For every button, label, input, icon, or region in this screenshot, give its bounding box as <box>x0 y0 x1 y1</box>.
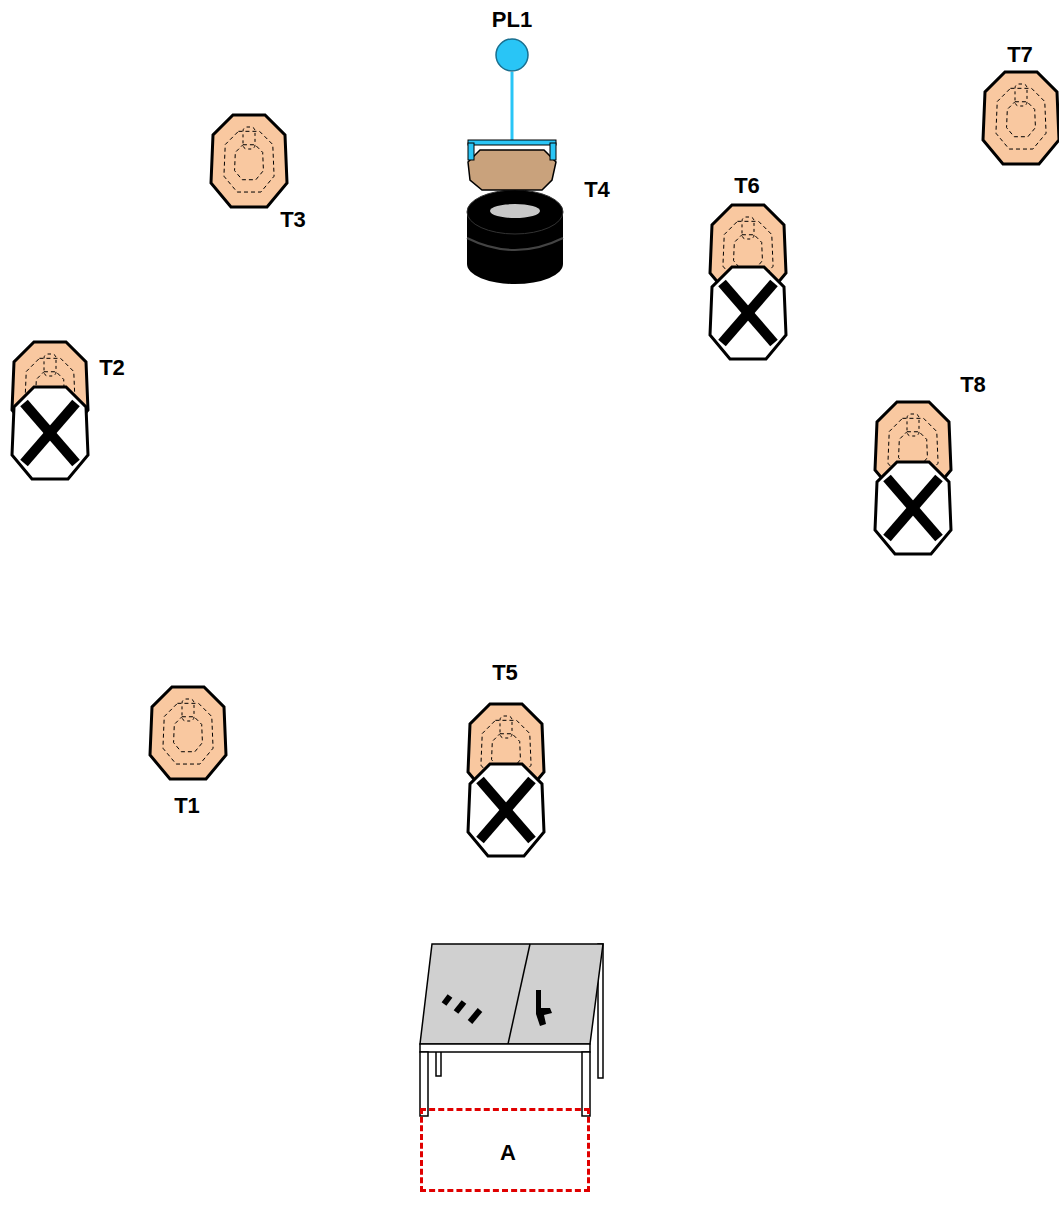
swinger-clamp <box>550 143 556 160</box>
target: T4 <box>466 140 558 192</box>
target-label: A <box>500 1142 516 1164</box>
tyre-stack <box>467 190 563 284</box>
target-outline <box>466 140 558 192</box>
no-shoot-target <box>875 462 951 554</box>
target-outline <box>209 113 289 207</box>
target-outline <box>148 685 228 779</box>
target: T8 <box>873 400 953 554</box>
loading-table <box>420 944 603 1116</box>
target-label: T1 <box>174 795 200 817</box>
target-label: T2 <box>99 357 125 379</box>
activator-plate: PL1 <box>495 38 529 72</box>
no-shoot-target <box>710 267 786 359</box>
activator-cable <box>511 72 514 140</box>
target: T2 <box>10 340 90 479</box>
target-outline <box>466 702 546 856</box>
swinger-clamp <box>468 143 474 160</box>
target-label: T8 <box>960 374 986 396</box>
target: T7 <box>981 70 1059 164</box>
target-outline <box>708 203 788 359</box>
target-label: T7 <box>1007 44 1033 66</box>
target: T6 <box>708 203 788 359</box>
target-outline <box>10 340 90 479</box>
paper-target <box>211 115 287 207</box>
no-shoot-target <box>12 387 88 479</box>
target: T3 <box>209 113 289 207</box>
target: T1 <box>148 685 228 779</box>
flat-target <box>468 150 556 190</box>
swinger-bar <box>468 140 556 145</box>
no-shoot-target <box>468 764 544 856</box>
target-outline <box>981 70 1059 164</box>
paper-target <box>983 72 1059 164</box>
target-label: T6 <box>734 175 760 197</box>
paper-target <box>150 687 226 779</box>
target-label: T5 <box>492 662 518 684</box>
shooting-area: A <box>420 1108 590 1192</box>
target-outline <box>873 400 953 554</box>
target-outline <box>495 38 529 72</box>
target-label: T3 <box>280 209 306 231</box>
target-label: PL1 <box>492 9 532 31</box>
target-label: T4 <box>584 179 610 201</box>
target: T5 <box>466 702 546 856</box>
